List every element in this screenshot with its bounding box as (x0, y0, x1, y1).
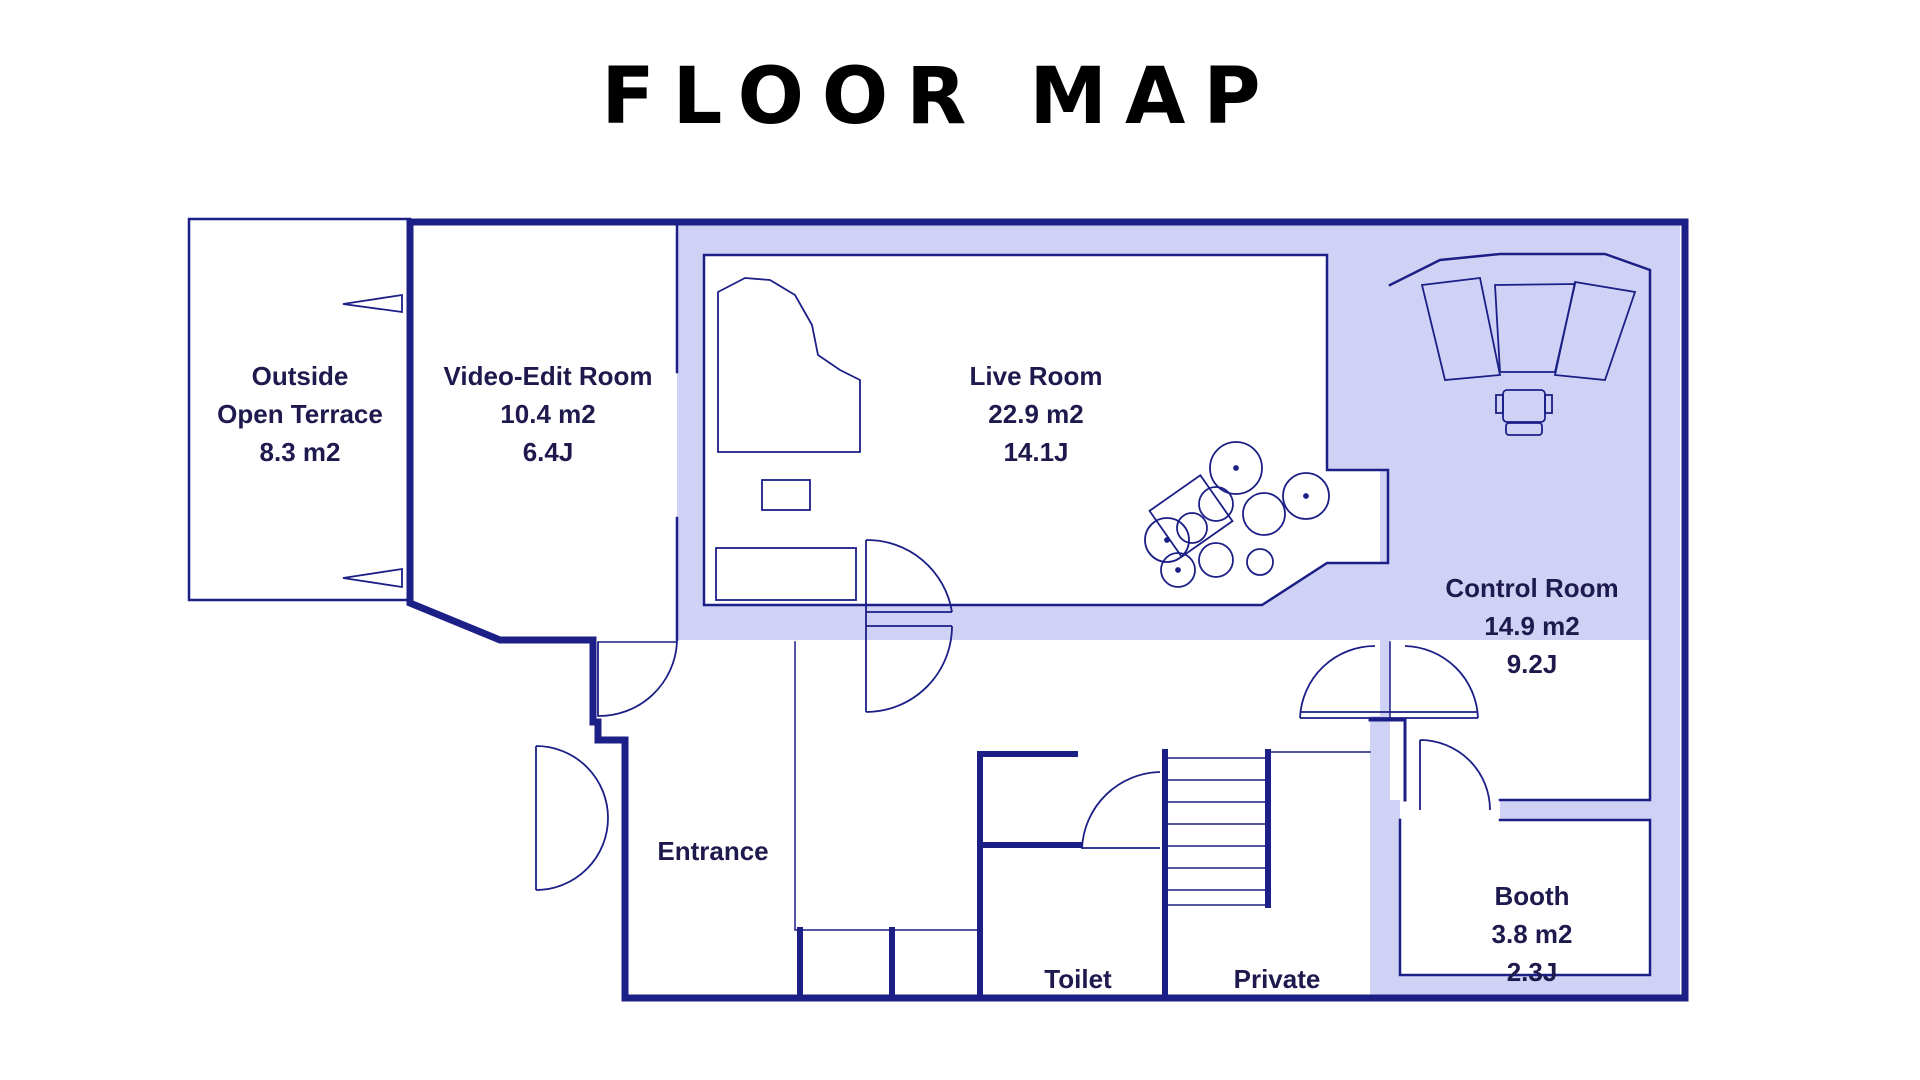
private-label: Private (1234, 964, 1321, 994)
control-room-price: 9.2J (1507, 649, 1558, 679)
entrance-inner-door (597, 641, 678, 717)
terrace-label-line2: Open Terrace (217, 399, 383, 429)
live-room-inner (702, 253, 1390, 607)
live-room-price: 14.1J (1003, 437, 1068, 467)
booth-price: 2.3J (1507, 957, 1558, 987)
grand-piano-icon (717, 277, 861, 453)
doors (342, 293, 1491, 891)
toilet-label: Toilet (1044, 964, 1112, 994)
booth-label: Booth (1494, 881, 1569, 911)
corridor-lines (597, 641, 1391, 931)
entrance-label: Entrance (657, 836, 768, 866)
drum-kit-icon (1144, 441, 1330, 588)
booth-door (1419, 739, 1491, 811)
office-chair-icon (1495, 389, 1553, 436)
toilet-walls (797, 749, 1271, 1001)
furniture (715, 277, 1637, 601)
piano-bench-icon (761, 479, 811, 511)
live-room-shell (677, 225, 1680, 640)
walls (187, 217, 1689, 1002)
staircase (1165, 757, 1268, 906)
entrance-double-door (535, 745, 609, 891)
page-title: FLOOR MAP (601, 52, 1279, 142)
live-room-double-door (865, 539, 953, 713)
live-room-area: 22.9 m2 (988, 399, 1083, 429)
booth-inner (1398, 818, 1652, 977)
shaded-areas (677, 225, 1680, 995)
video-edit-price: 6.4J (523, 437, 574, 467)
room-labels: Outside Open Terrace 8.3 m2 Video-Edit R… (217, 361, 1619, 994)
booth-area: 3.8 m2 (1492, 919, 1573, 949)
outer-wall (406, 218, 1689, 1002)
terrace-area: 8.3 m2 (260, 437, 341, 467)
booth-step (1368, 718, 1407, 802)
video-edit-area: 10.4 m2 (500, 399, 595, 429)
terrace-outline (187, 217, 412, 602)
live-room-label: Live Room (970, 361, 1103, 391)
terrace-door-bottom (342, 567, 403, 589)
keyboard-icon (715, 547, 857, 601)
video-edit-label: Video-Edit Room (444, 361, 653, 391)
toilet-door (1081, 771, 1161, 849)
mixing-console-icon (1420, 277, 1637, 381)
control-room-shell (1370, 225, 1680, 995)
terrace-label-line1: Outside (252, 361, 349, 391)
control-room-inner (1388, 252, 1652, 802)
control-room-double-door (1299, 645, 1479, 719)
terrace-door-top (342, 293, 403, 314)
control-room-area: 14.9 m2 (1484, 611, 1579, 641)
control-room-label: Control Room (1445, 573, 1618, 603)
